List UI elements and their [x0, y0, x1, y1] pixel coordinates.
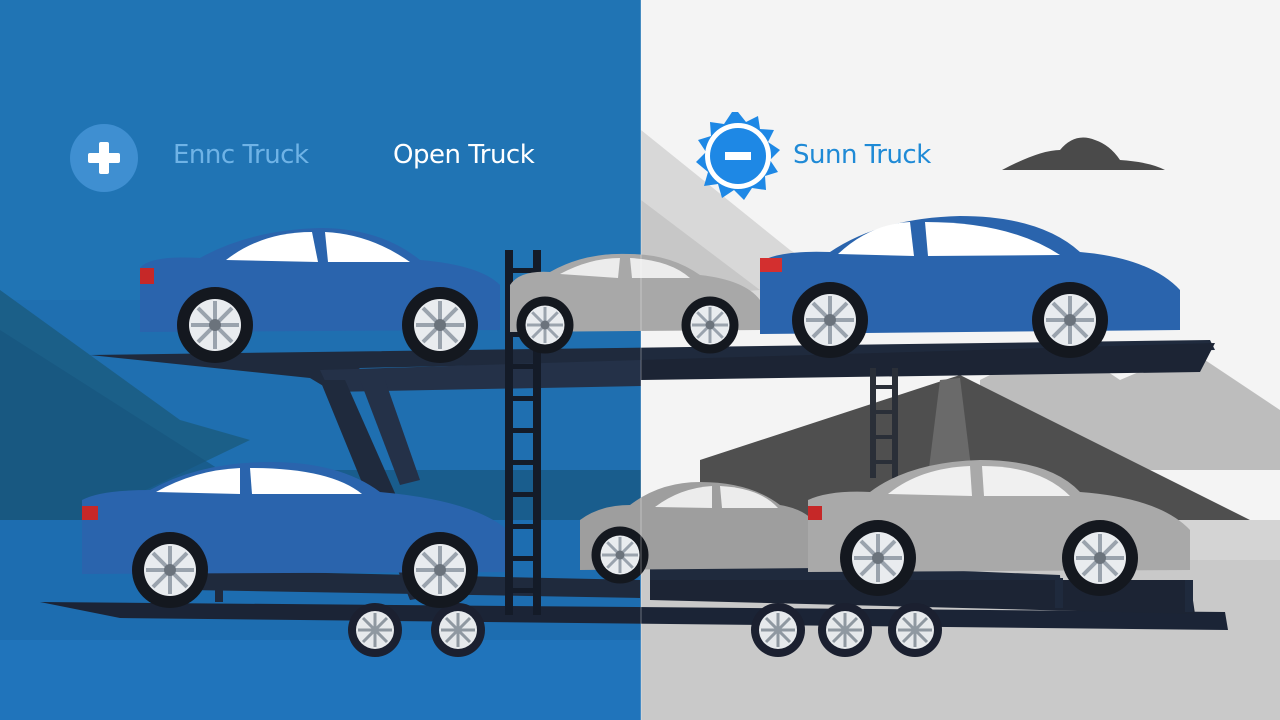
car-icon — [140, 228, 500, 365]
car-icon — [808, 460, 1190, 598]
car-icon — [580, 482, 820, 585]
car-icon — [510, 253, 760, 355]
car-icon — [760, 216, 1180, 360]
sun-minus-icon — [696, 112, 780, 200]
car-icon — [82, 462, 505, 610]
ladder-icon — [870, 368, 898, 478]
car-carrier-trailer — [40, 250, 1228, 659]
ennc-truck-label: Ennc Truck — [173, 140, 309, 170]
open-truck-label: Open Truck — [393, 140, 535, 170]
cloud-icon — [1002, 137, 1165, 170]
sunn-truck-label: Sunn Truck — [793, 140, 931, 170]
plus-icon — [70, 124, 138, 192]
